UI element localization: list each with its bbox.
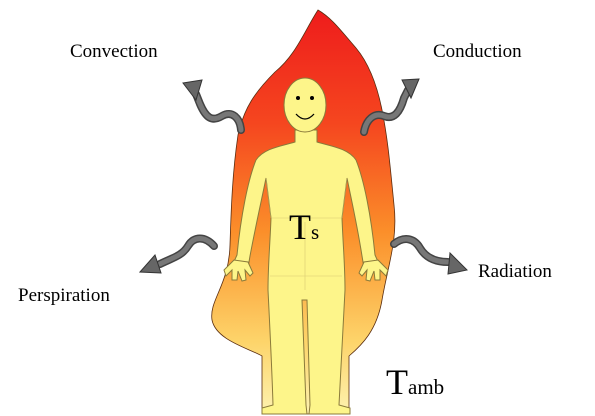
- ambient-temperature-subscript: amb: [408, 375, 444, 399]
- ambient-temperature-symbol: T: [386, 362, 408, 402]
- perspiration-label: Perspiration: [18, 286, 110, 305]
- right-eye: [310, 96, 314, 100]
- ambient-temperature-label: Tamb: [386, 364, 444, 400]
- left-eye: [296, 96, 300, 100]
- conduction-label: Conduction: [433, 42, 522, 61]
- skin-temperature-label: Ts: [289, 209, 319, 245]
- skin-temperature-symbol: T: [289, 207, 311, 247]
- head: [284, 78, 326, 132]
- perspiration-arrow: [140, 239, 214, 274]
- radiation-arrow: [394, 239, 467, 274]
- convection-label: Convection: [70, 42, 158, 61]
- convection-arrow: [183, 80, 241, 130]
- radiation-label: Radiation: [478, 262, 552, 281]
- skin-temperature-subscript: s: [311, 220, 319, 244]
